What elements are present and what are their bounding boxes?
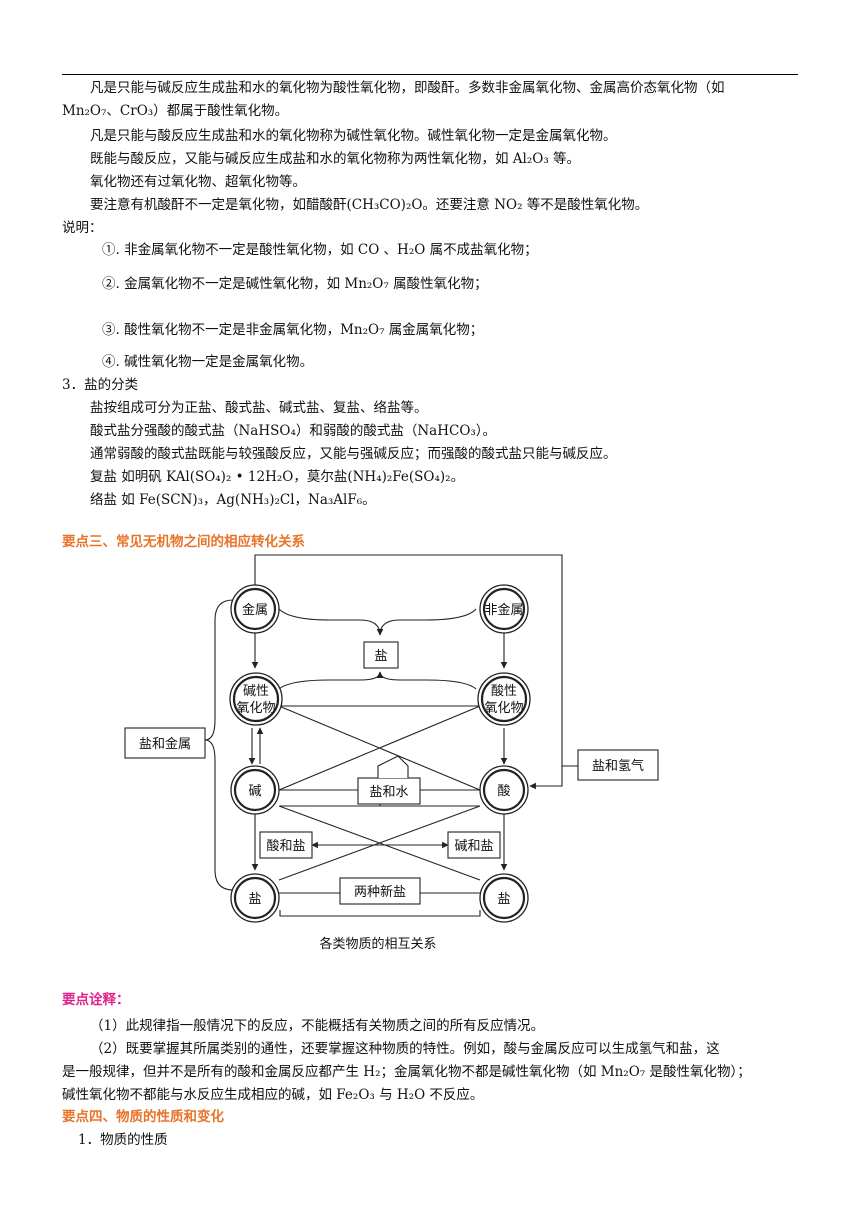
salt-line-4: 复盐 如明矾 KAl(SO₄)₂ • 12H₂O，莫尔盐(NH₄)₂Fe(SO₄… <box>90 469 465 485</box>
section4-title: 要点四、物质的性质和变化 <box>62 1109 224 1125</box>
note-1: ①. 非金属氧化物不一定是酸性氧化物，如 CO 、H₂O 属不成盐氧化物； <box>102 242 538 258</box>
node-acid-and-salt: 酸和盐 <box>266 839 305 854</box>
node-salt-and-metal: 盐和金属 <box>139 736 191 752</box>
header-rule <box>62 74 798 75</box>
oxide-para-5: 要注意有机酸酐不一定是氧化物，如醋酸酐(CH₃CO)₂O。还要注意 NO₂ 等不… <box>90 197 649 213</box>
node-acidic-oxide-line2: 氧化物 <box>484 701 523 716</box>
salt-line-5: 络盐 如 Fe(SCN)₃，Ag(NH₃)₂Cl，Na₃AlF₆。 <box>90 492 376 508</box>
oxide-para-3: 既能与酸反应，又能与碱反应生成盐和水的氧化物称为两性氧化物，如 Al₂O₃ 等。 <box>90 151 581 167</box>
salt-heading: 3．盐的分类 <box>62 377 139 393</box>
diagram-caption: 各类物质的相互关系 <box>319 936 436 952</box>
oxide-para-1a: 凡是只能与碱反应生成盐和水的氧化物为酸性氧化物，即酸酐。多数非金属氧化物、金属高… <box>90 80 725 96</box>
explanation-title: 要点诠释： <box>62 992 130 1008</box>
node-base: 碱 <box>248 784 261 799</box>
salt-line-1: 盐按组成可分为正盐、酸式盐、碱式盐、复盐、络盐等。 <box>90 400 428 416</box>
node-acidic-oxide-line1: 酸性 <box>491 684 517 699</box>
explanation-p1: （1）此规律指一般情况下的反应，不能概括有关物质之间的所有反应情况。 <box>90 1018 545 1034</box>
explanation-p2a: （2）既要掌握其所属类别的通性，还要掌握这种物质的特性。例如，酸与金属反应可以生… <box>90 1041 720 1057</box>
node-salt-and-water: 盐和水 <box>369 785 408 800</box>
section4-sub1: 1．物质的性质 <box>78 1132 168 1148</box>
note-2: ②. 金属氧化物不一定是碱性氧化物，如 Mn₂O₇ 属酸性氧化物； <box>102 276 488 292</box>
node-two-new-salts: 两种新盐 <box>354 884 406 900</box>
oxide-para-1b: Mn₂O₇、CrO₃）都属于酸性氧化物。 <box>62 103 289 119</box>
salt-line-2: 酸式盐分强酸的酸式盐（NaHSO₄）和弱酸的酸式盐（NaHCO₃）。 <box>90 423 497 439</box>
oxide-para-4: 氧化物还有过氧化物、超氧化物等。 <box>90 174 306 190</box>
node-basic-oxide-line1: 碱性 <box>243 684 269 699</box>
explanation-p2b: 是一般规律，但并不是所有的酸和金属反应都产生 H₂；金属氧化物不都是碱性氧化物（… <box>62 1064 751 1080</box>
node-metal: 金属 <box>242 602 268 618</box>
node-acid: 酸 <box>497 784 510 799</box>
section3-title: 要点三、常见无机物之间的相应转化关系 <box>62 534 305 550</box>
node-base-and-salt: 碱和盐 <box>454 839 493 854</box>
oxide-para-2: 凡是只能与酸反应生成盐和水的氧化物称为碱性氧化物。碱性氧化物一定是金属氧化物。 <box>90 128 617 144</box>
note-4: ④. 碱性氧化物一定是金属氧化物。 <box>102 354 314 370</box>
explanation-p2c: 碱性氧化物不都能与水反应生成相应的碱，如 Fe₂O₃ 与 H₂O 不反应。 <box>62 1087 484 1103</box>
node-basic-oxide-line2: 氧化物 <box>236 701 275 716</box>
node-salt-top: 盐 <box>374 649 387 664</box>
node-salt-left: 盐 <box>248 892 261 907</box>
node-salt-right: 盐 <box>497 892 510 907</box>
note-title: 说明： <box>62 220 103 236</box>
node-nonmetal: 非金属 <box>484 602 523 618</box>
salt-line-3: 通常弱酸的酸式盐既能与较强酸反应，又能与强碱反应；而强酸的酸式盐只能与碱反应。 <box>90 446 617 462</box>
node-salt-and-hydrogen: 盐和氢气 <box>592 758 644 774</box>
note-3: ③. 酸性氧化物不一定是非金属氧化物，Mn₂O₇ 属金属氧化物； <box>102 322 484 338</box>
